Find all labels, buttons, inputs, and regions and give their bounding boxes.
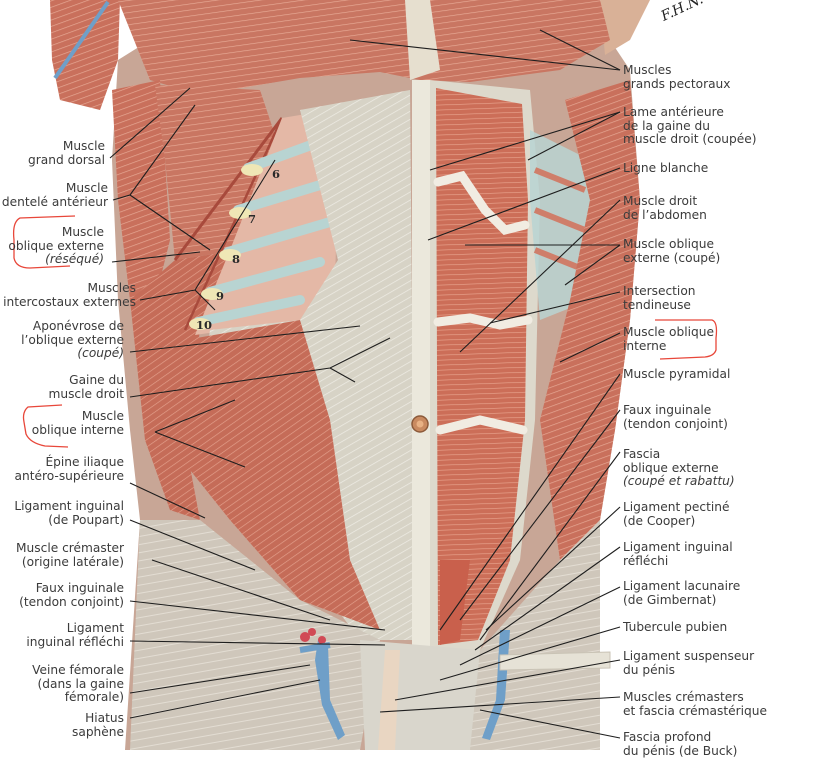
- rib-number-8: 8: [232, 252, 241, 266]
- label-muscle-pyramidal: Muscle pyramidal: [623, 367, 731, 381]
- label-faux-inguinale-right: Faux inguinale(tendon conjoint): [623, 403, 728, 431]
- rib-number-7: 7: [248, 212, 257, 226]
- label-tubercule-pubien: Tubercule pubien: [623, 620, 728, 634]
- rib-number-6: 6: [272, 167, 281, 181]
- rib-number-10: 10: [196, 318, 213, 332]
- label-ligament-inguinal-poupart: Ligament inguinal(de Poupart): [14, 499, 124, 527]
- rib-number-9: 9: [216, 289, 225, 303]
- label-ligne-blanche: Ligne blanche: [623, 161, 709, 175]
- label-ligament-pectine: Ligament pectiné(de Cooper): [623, 500, 730, 528]
- label-muscle-cremaster: Muscle crémaster(origine latérale): [16, 541, 124, 569]
- label-faux-inguinale-left: Faux inguinale(tendon conjoint): [19, 581, 124, 609]
- label-ligament-lacunaire: Ligament lacunaire(de Gimbernat): [623, 579, 741, 607]
